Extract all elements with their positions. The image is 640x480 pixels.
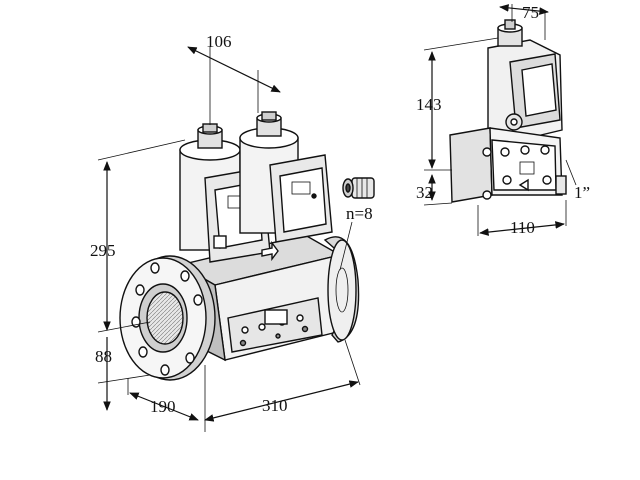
dim-110: 110 — [510, 218, 535, 237]
dim-143: 143 — [416, 95, 442, 114]
main-valve-drawing — [119, 111, 375, 381]
side-dimension-lines — [423, 4, 577, 236]
dim-32: 32 — [416, 183, 433, 202]
main-dimension-lines — [97, 46, 361, 432]
dim-310: 310 — [262, 396, 288, 415]
plug-count-label: n=8 — [346, 204, 373, 223]
solenoid-coil-1 — [179, 123, 271, 263]
dim-88: 88 — [95, 347, 112, 366]
thread-size-label: 1” — [574, 183, 590, 202]
dim-75: 75 — [522, 3, 539, 22]
inlet-flange — [119, 255, 216, 381]
dim-295: 295 — [90, 241, 116, 260]
side-view-valve-drawing — [449, 19, 567, 203]
main-dimension-labels: 106 295 88 190 310 n=8 — [90, 32, 373, 416]
cable-gland — [342, 177, 375, 199]
outlet-flange — [323, 236, 360, 343]
dim-106: 106 — [206, 32, 232, 51]
solenoid-coil-2 — [239, 111, 333, 262]
side-dimension-labels: 75 143 32 110 1” — [416, 3, 590, 237]
dim-190: 190 — [150, 397, 176, 416]
